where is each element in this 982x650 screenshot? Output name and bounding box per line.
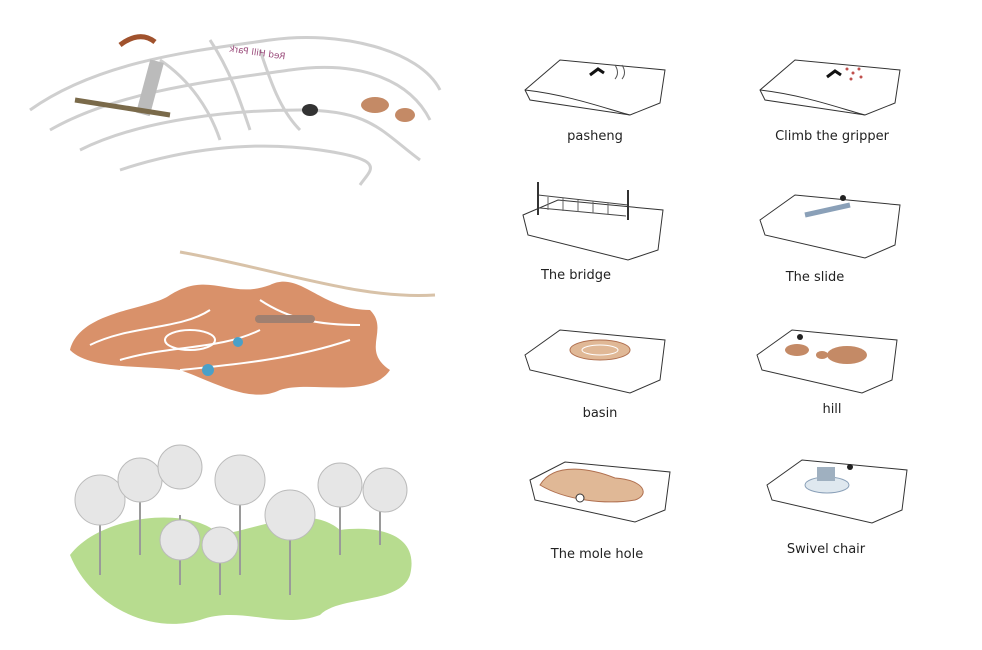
activity-label-hill: hill — [822, 402, 842, 417]
activity-sketch-swivel-chair — [766, 459, 908, 524]
activity-sketch-bridge — [522, 182, 664, 261]
activity-label-climb-the-gripper: Climb the gripper — [775, 129, 889, 144]
activity-sketch-pasheng — [524, 59, 666, 116]
activity-label-the-slide: The slide — [785, 270, 845, 285]
activity-sketch-hill — [756, 329, 898, 394]
contour-park-illustration: Red Hill Park — [29, 34, 442, 186]
activity-label-the-bridge: The bridge — [540, 268, 612, 283]
park-sign-text: Red Hill Park — [228, 44, 286, 62]
activity-sketch-slide — [759, 194, 901, 259]
trees-grass-illustration — [70, 444, 412, 624]
activity-sketch-climb-gripper — [759, 59, 901, 116]
terrain-illustration — [70, 250, 436, 395]
activity-label-basin: basin — [582, 406, 618, 421]
activity-sketch-basin — [524, 329, 666, 394]
activity-label-swivel-chair: Swivel chair — [786, 542, 866, 557]
activity-label-the-mole-hole: The mole hole — [550, 547, 644, 562]
activity-label-pasheng: pasheng — [567, 129, 623, 144]
activity-sketch-mole-hole — [529, 461, 671, 523]
